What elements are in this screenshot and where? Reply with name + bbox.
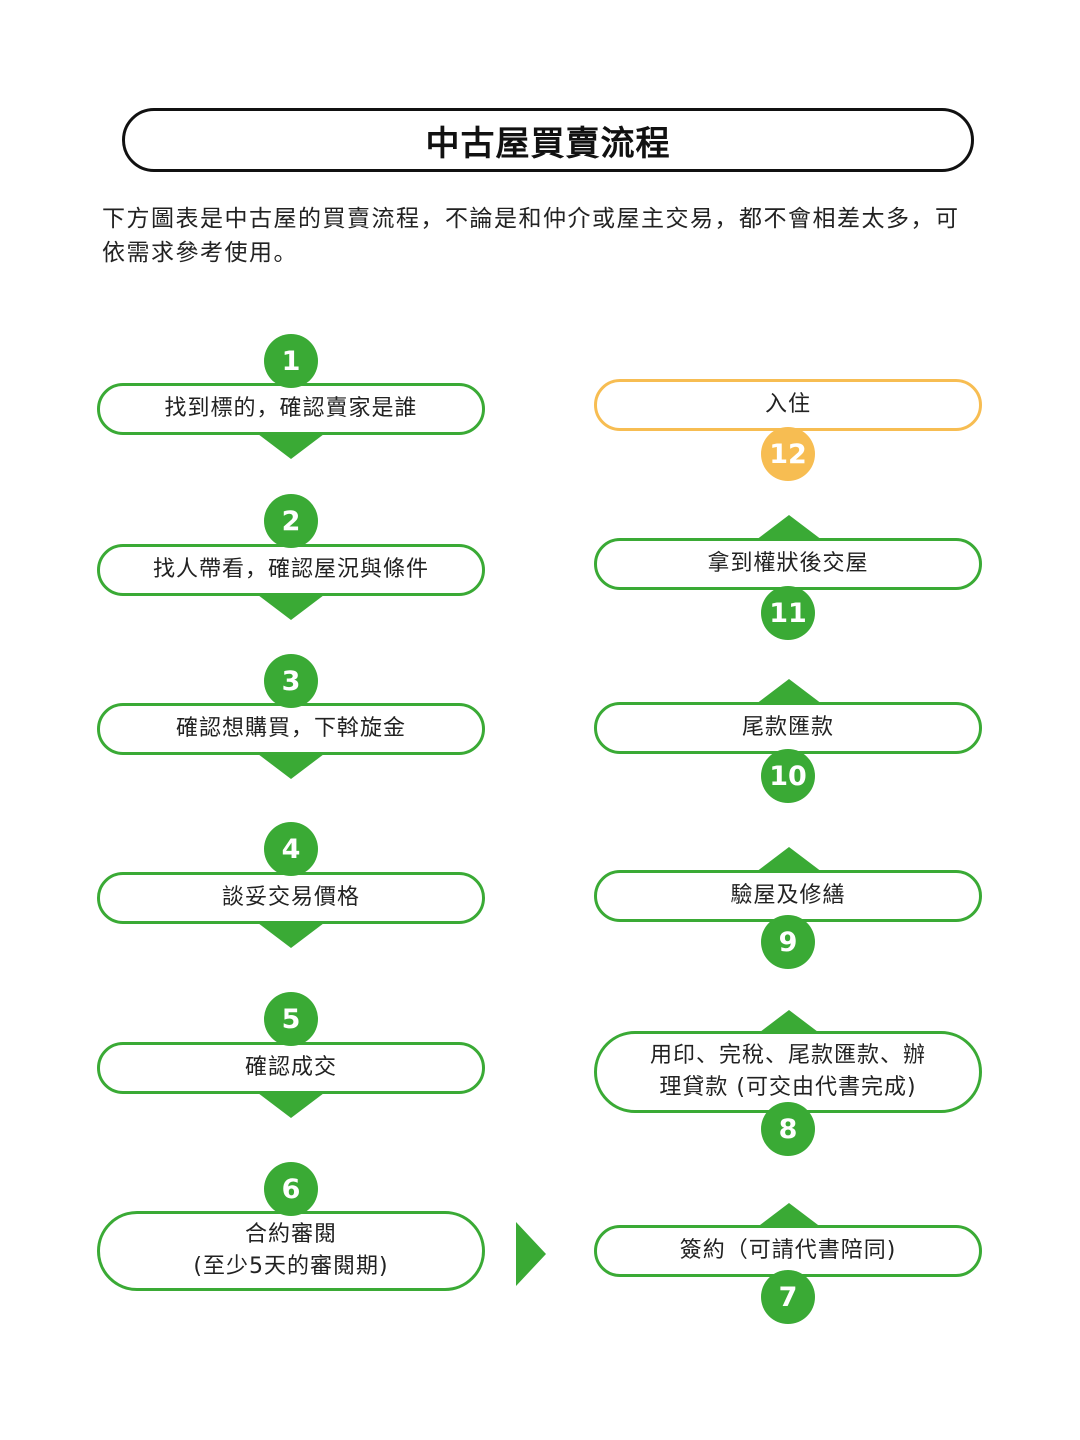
step-9-label: 驗屋及修繕 <box>730 883 846 908</box>
arrow-up-11-12 <box>756 515 822 540</box>
step-10-label: 尾款匯款 <box>741 715 834 740</box>
arrow-down-3-4 <box>258 754 324 779</box>
page-title: 中古屋買賣流程 <box>122 108 974 172</box>
arrow-down-5-6 <box>258 1093 324 1118</box>
step-1-label: 找到標的，確認賣家是誰 <box>164 396 418 421</box>
step-2-box: 找人帶看，確認屋況與條件 <box>97 544 485 596</box>
step-2-badge: 2 <box>264 494 318 548</box>
step-7-label: 簽約（可請代書陪同) <box>679 1238 897 1263</box>
step-6-box: 合約審閱 (至少5天的審閱期) <box>97 1211 485 1291</box>
step-2-label: 找人帶看，確認屋況與條件 <box>152 557 429 582</box>
step-10-box: 尾款匯款 <box>594 702 982 754</box>
page-title-text: 中古屋買賣流程 <box>425 123 671 164</box>
arrow-right-6-7 <box>516 1222 546 1286</box>
step-1-badge: 1 <box>264 334 318 388</box>
step-12-label: 入住 <box>764 392 811 417</box>
arrow-up-10-11 <box>756 679 822 704</box>
step-4-box: 談妥交易價格 <box>97 872 485 924</box>
arrow-down-2-3 <box>258 595 324 620</box>
step-10-badge: 10 <box>761 749 815 803</box>
arrow-up-9-10 <box>756 847 822 872</box>
arrow-down-1-2 <box>258 434 324 459</box>
step-11-label: 拿到權狀後交屋 <box>707 551 869 576</box>
intro-paragraph: 下方圖表是中古屋的買賣流程，不論是和仲介或屋主交易，都不會相差太多，可依需求參考… <box>102 206 960 266</box>
step-7-badge: 7 <box>761 1270 815 1324</box>
step-1-box: 找到標的，確認賣家是誰 <box>97 383 485 435</box>
step-3-box: 確認想購買，下斡旋金 <box>97 703 485 755</box>
step-6-label: 合約審閱 (至少5天的審閱期) <box>193 1222 389 1279</box>
step-12-badge: 12 <box>761 427 815 481</box>
step-8-badge: 8 <box>761 1102 815 1156</box>
step-9-box: 驗屋及修繕 <box>594 870 982 922</box>
step-7-box: 簽約（可請代書陪同) <box>594 1225 982 1277</box>
step-5-badge: 5 <box>264 992 318 1046</box>
step-5-box: 確認成交 <box>97 1042 485 1094</box>
step-11-box: 拿到權狀後交屋 <box>594 538 982 590</box>
arrow-down-4-5 <box>258 923 324 948</box>
step-6-badge: 6 <box>264 1162 318 1216</box>
step-4-label: 談妥交易價格 <box>221 885 360 910</box>
arrow-up-8-9 <box>756 1010 822 1035</box>
step-12-box: 入住 <box>594 379 982 431</box>
step-8-label: 用印、完稅、尾款匯款、辦 理貸款 (可交由代書完成) <box>649 1043 926 1100</box>
step-11-badge: 11 <box>761 586 815 640</box>
step-3-label: 確認想購買，下斡旋金 <box>175 716 406 741</box>
step-5-label: 確認成交 <box>244 1055 337 1080</box>
arrow-up-7-8 <box>756 1203 822 1228</box>
step-3-badge: 3 <box>264 654 318 708</box>
step-8-box: 用印、完稅、尾款匯款、辦 理貸款 (可交由代書完成) <box>594 1031 982 1113</box>
step-9-badge: 9 <box>761 915 815 969</box>
step-4-badge: 4 <box>264 822 318 876</box>
